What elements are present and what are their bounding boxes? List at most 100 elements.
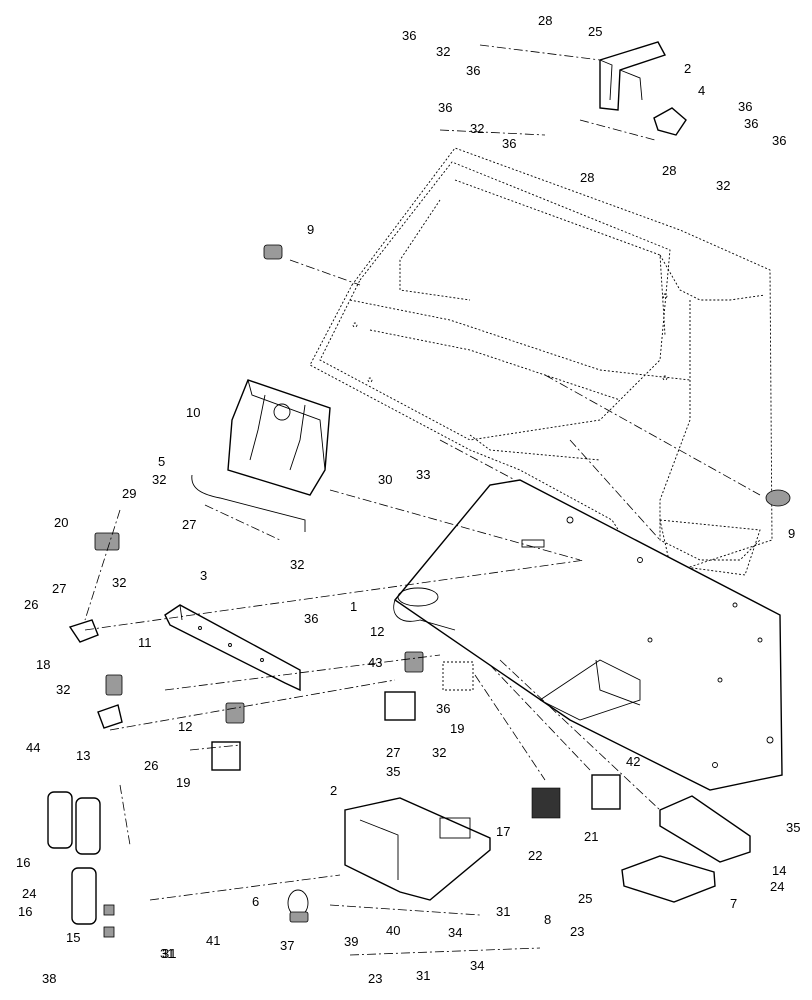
relay-12-right <box>404 651 424 673</box>
callout-16: 16 <box>16 855 30 870</box>
callout-32: 32 <box>56 682 70 697</box>
callout-41: 41 <box>206 933 220 948</box>
callout-36: 36 <box>502 136 516 151</box>
callout-26: 26 <box>144 758 158 773</box>
phantom-cab-frame <box>309 147 773 581</box>
callout-28: 28 <box>662 163 676 178</box>
callout-32: 32 <box>716 178 730 193</box>
callout-23: 23 <box>368 971 382 986</box>
shackle-6 <box>287 889 309 923</box>
callout-36: 36 <box>466 63 480 78</box>
clips-15 <box>103 904 115 938</box>
callout-34: 34 <box>448 925 462 940</box>
fuse-block-36 <box>442 661 474 691</box>
cap-9-upper <box>263 244 283 260</box>
bracket-19-right <box>384 691 416 721</box>
callout-32: 32 <box>470 121 484 136</box>
plate-4 <box>653 107 687 136</box>
callout-24: 24 <box>770 879 784 894</box>
callout-36: 36 <box>744 116 758 131</box>
callout-15: 15 <box>66 930 80 945</box>
callout-20: 20 <box>54 515 68 530</box>
callout-38: 38 <box>42 971 56 986</box>
callout-36: 36 <box>438 100 452 115</box>
callout-37: 37 <box>280 938 294 953</box>
callout-36: 36 <box>402 28 416 43</box>
callout-13: 13 <box>76 748 90 763</box>
connector-22 <box>531 787 561 819</box>
callout-14: 14 <box>772 863 786 878</box>
callout-1: 1 <box>350 599 357 614</box>
callout-31: 31 <box>162 946 176 961</box>
callout-25: 25 <box>588 24 602 39</box>
relay-strip-14 <box>659 795 751 863</box>
callout-6: 6 <box>252 894 259 909</box>
callout-2: 2 <box>684 61 691 76</box>
top-bracket-2 <box>599 41 667 111</box>
callout-32: 32 <box>436 44 450 59</box>
callout-27: 27 <box>386 745 400 760</box>
callout-16: 16 <box>18 904 32 919</box>
callout-2: 2 <box>330 783 337 798</box>
callout-32: 32 <box>290 557 304 572</box>
callout-31: 31 <box>496 904 510 919</box>
callout-31: 31 <box>416 968 430 983</box>
callout-10: 10 <box>186 405 200 420</box>
callout-27: 27 <box>52 581 66 596</box>
callout-19: 19 <box>176 775 190 790</box>
callout-9: 9 <box>788 526 795 541</box>
clip-18 <box>68 619 99 643</box>
callout-36: 36 <box>436 701 450 716</box>
callout-36: 36 <box>304 611 318 626</box>
callout-42: 42 <box>626 754 640 769</box>
callout-26: 26 <box>24 597 38 612</box>
callout-36: 36 <box>738 99 752 114</box>
callout-43: 43 <box>368 655 382 670</box>
callout-29: 29 <box>122 486 136 501</box>
callout-32: 32 <box>152 472 166 487</box>
clip-13 <box>97 704 123 729</box>
callout-22: 22 <box>528 848 542 863</box>
callout-9: 9 <box>307 222 314 237</box>
callout-32: 32 <box>112 575 126 590</box>
callout-44: 44 <box>26 740 40 755</box>
callout-3: 3 <box>200 568 207 583</box>
lower-bracket-2 <box>344 797 491 901</box>
callout-4: 4 <box>698 83 705 98</box>
callout-12: 12 <box>370 624 384 639</box>
relay-12-left <box>225 702 245 724</box>
callout-31: 31 <box>160 946 174 961</box>
callout-27: 27 <box>182 517 196 532</box>
callout-7: 7 <box>730 896 737 911</box>
callout-19: 19 <box>450 721 464 736</box>
callout-25: 25 <box>578 891 592 906</box>
callout-35: 35 <box>786 820 800 835</box>
callout-18: 18 <box>36 657 50 672</box>
callout-33: 33 <box>416 467 430 482</box>
callout-24: 24 <box>22 886 36 901</box>
callout-28: 28 <box>538 13 552 28</box>
callout-34: 34 <box>470 958 484 973</box>
relay-11 <box>105 674 123 696</box>
cap-9-right <box>765 489 791 507</box>
callout-11: 11 <box>138 635 152 650</box>
callout-28: 28 <box>580 170 594 185</box>
callout-23: 23 <box>570 924 584 939</box>
callout-17: 17 <box>496 824 510 839</box>
rod-5 <box>191 474 306 532</box>
callout-35: 35 <box>386 764 400 779</box>
callout-40: 40 <box>386 923 400 938</box>
callout-36: 36 <box>772 133 786 148</box>
controller-unit-10 <box>227 379 331 496</box>
callout-5: 5 <box>158 454 165 469</box>
callout-12: 12 <box>178 719 192 734</box>
callout-21: 21 <box>584 829 598 844</box>
capacitors-16 <box>47 791 101 925</box>
module-21 <box>591 774 621 810</box>
bracket-3 <box>164 604 301 692</box>
callout-30: 30 <box>378 472 392 487</box>
block-20 <box>94 532 120 551</box>
